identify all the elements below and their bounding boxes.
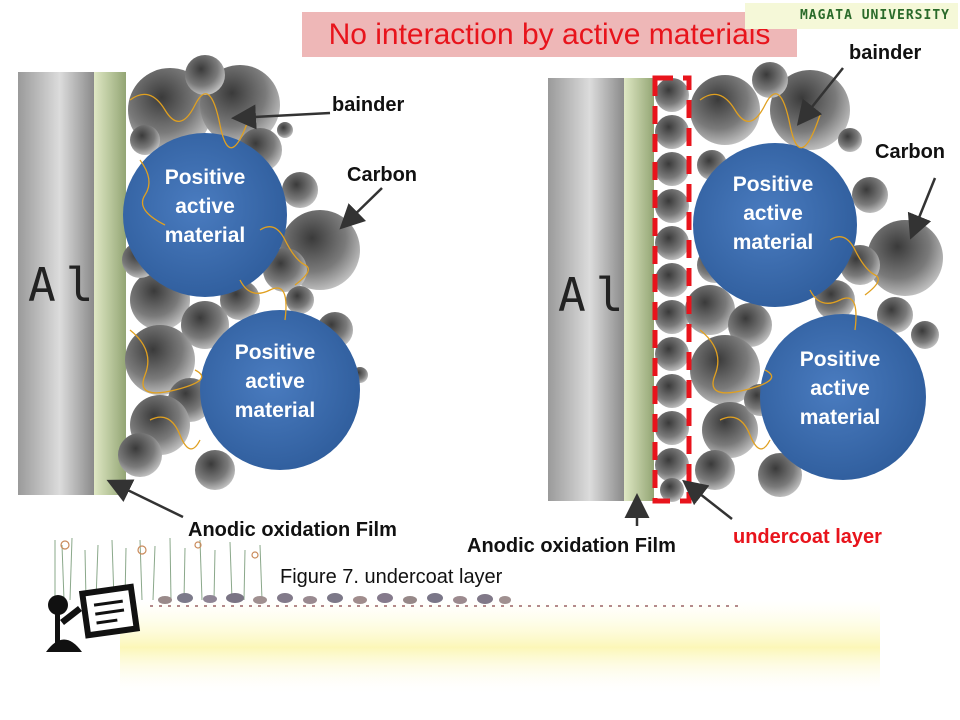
decor-flowers bbox=[60, 540, 259, 559]
left-binder-label: bainder bbox=[332, 94, 405, 116]
left-binder-strands bbox=[129, 93, 309, 450]
right-diagram bbox=[548, 62, 943, 526]
left-active-material-top bbox=[123, 133, 287, 297]
university-name: MAGATA UNIVERSITY bbox=[745, 3, 958, 29]
slide-title: No interaction by active materials bbox=[302, 12, 797, 57]
undercoat-layer-outline bbox=[652, 75, 692, 504]
right-al-collector bbox=[548, 78, 624, 501]
right-al-label: Al bbox=[558, 268, 634, 322]
presenter-icon bbox=[46, 583, 141, 652]
left-active-material-bottom bbox=[200, 310, 360, 470]
right-carbon-label: Carbon bbox=[875, 141, 945, 163]
left-carbon-label: Carbon bbox=[347, 164, 417, 186]
right-oxidation-film bbox=[624, 78, 654, 501]
right-undercoat-particles bbox=[655, 78, 689, 502]
left-diagram bbox=[18, 55, 383, 519]
left-al-label: Al bbox=[28, 258, 104, 312]
left-carbon-particles bbox=[118, 55, 368, 490]
left-oxidation-film bbox=[94, 72, 126, 495]
undercoat-layer-label: undercoat layer bbox=[733, 526, 882, 548]
right-binder-label: bainder bbox=[849, 42, 922, 64]
right-binder-strands bbox=[699, 93, 879, 450]
right-active-material-bottom bbox=[760, 314, 926, 480]
left-film-label: Anodic oxidation Film bbox=[188, 519, 397, 541]
right-film-label: Anodic oxidation Film bbox=[467, 535, 676, 557]
decor-glow-band bbox=[120, 600, 880, 695]
figure-caption: Figure 7. undercoat layer bbox=[280, 566, 503, 588]
left-al-collector bbox=[18, 72, 94, 495]
decor-pebble-line bbox=[150, 593, 740, 607]
right-active-material-top bbox=[693, 143, 857, 307]
